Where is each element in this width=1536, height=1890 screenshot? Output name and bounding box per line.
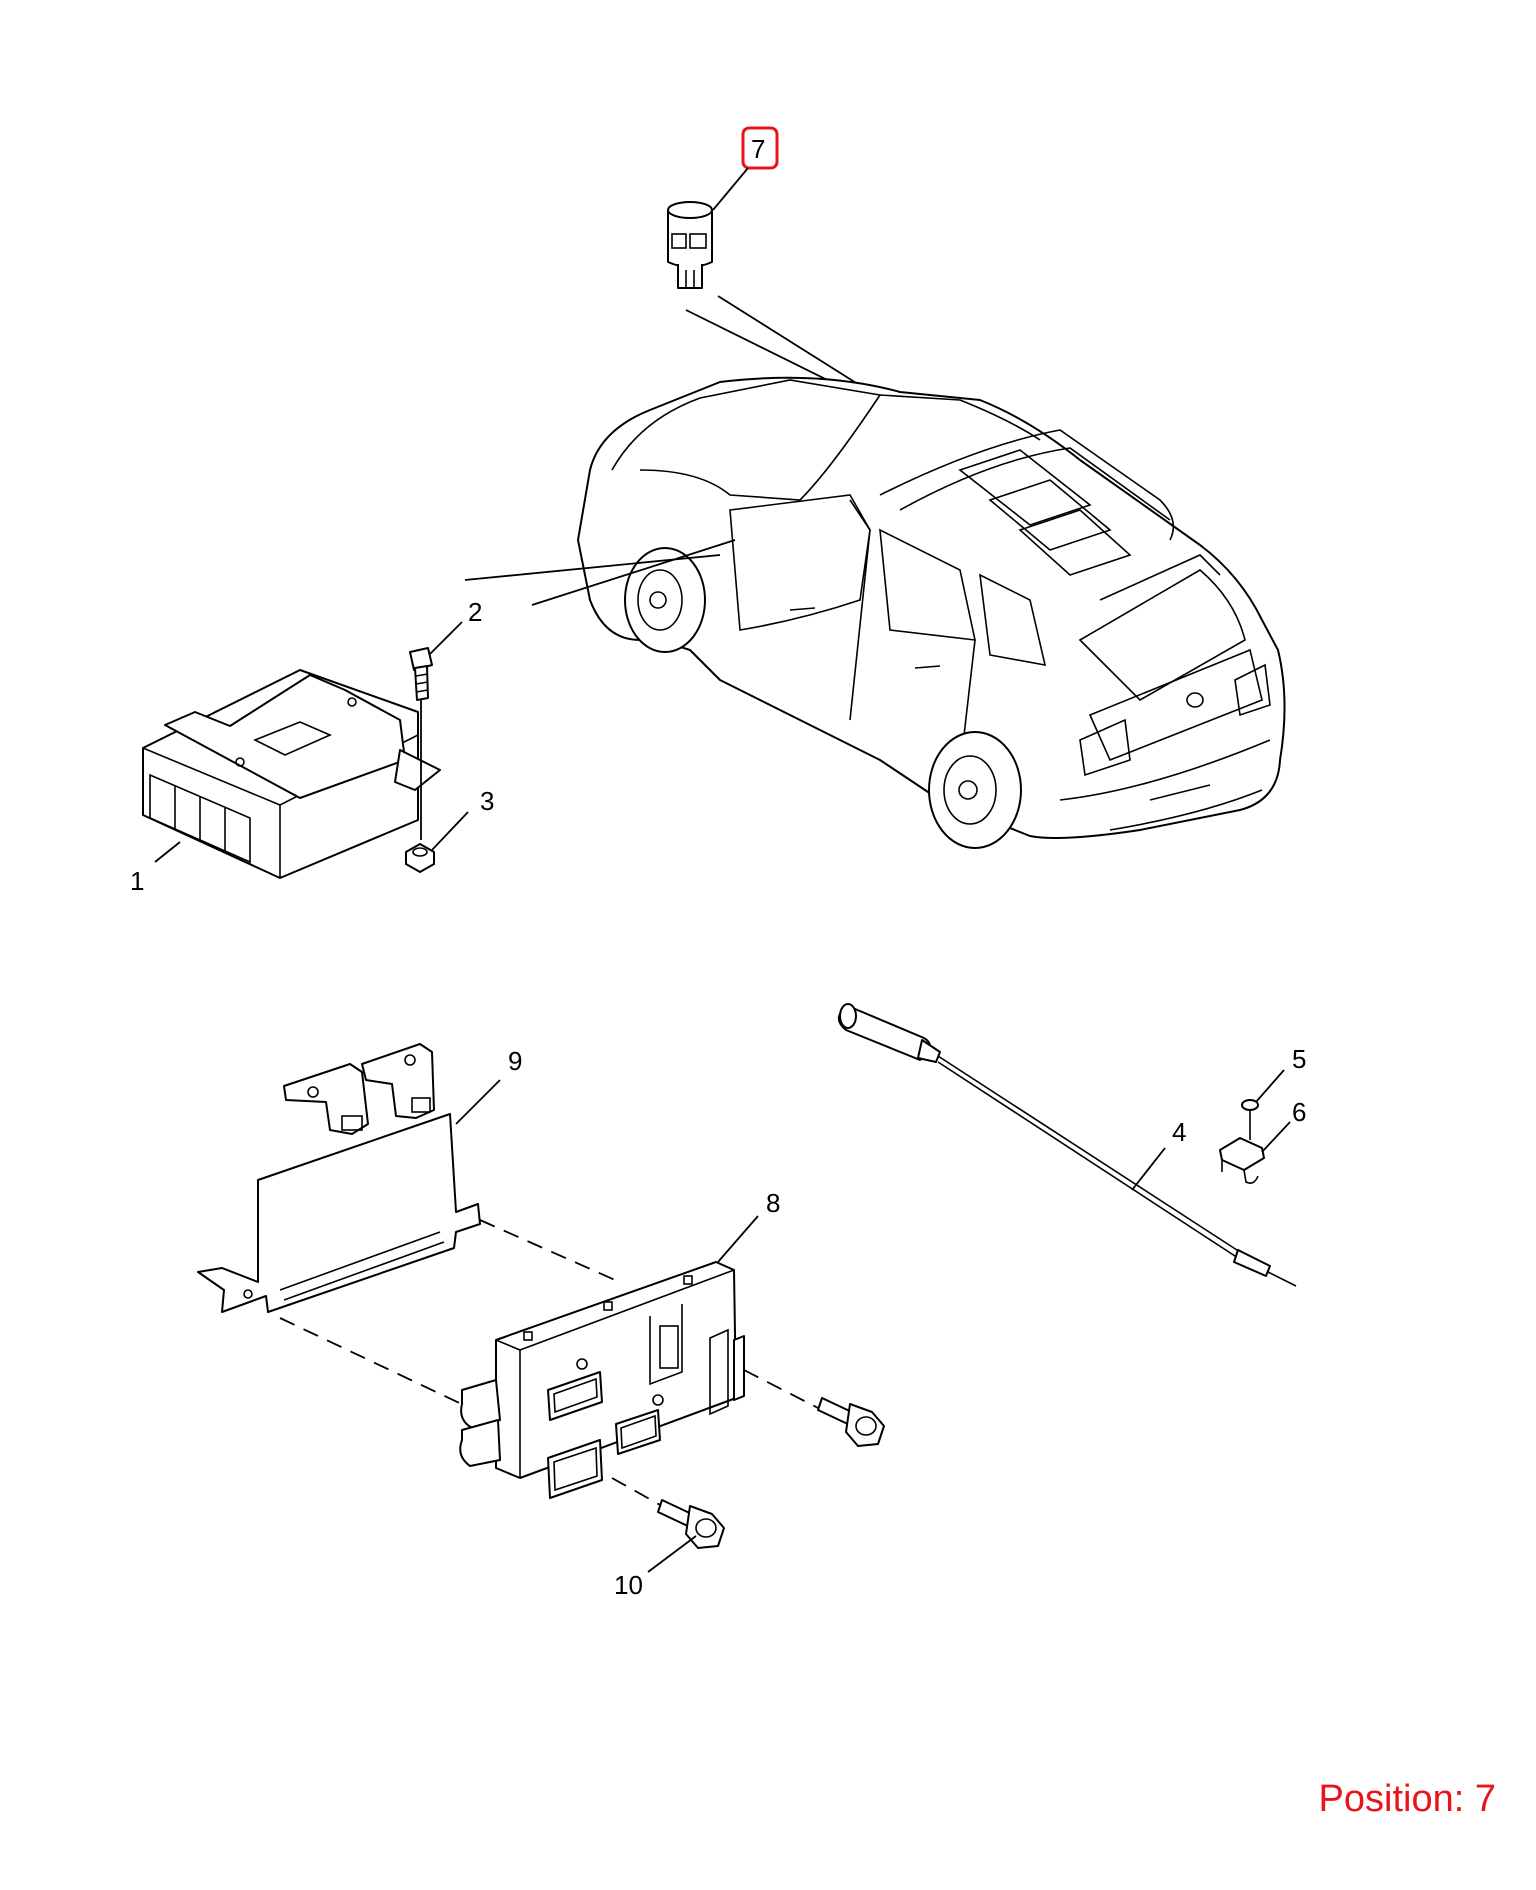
part-7-switch[interactable] xyxy=(667,126,779,289)
callout-2[interactable]: 2 xyxy=(468,597,482,627)
part-10-bolt-right[interactable] xyxy=(817,1397,885,1447)
part-10-bolt-bottom[interactable] xyxy=(657,1499,725,1549)
part-8-module[interactable] xyxy=(459,1261,745,1499)
part-2-leader xyxy=(429,621,463,655)
part-2-bolt[interactable] xyxy=(409,647,433,701)
part-5-screw[interactable] xyxy=(1241,1099,1259,1140)
part-4-leader xyxy=(1131,1147,1166,1191)
callout-7-highlight-box xyxy=(741,126,779,170)
part-3-nut[interactable] xyxy=(405,843,435,873)
alignment-line-lower xyxy=(279,1317,471,1409)
callout-10[interactable]: 10 xyxy=(614,1570,643,1600)
callout-6[interactable]: 6 xyxy=(1292,1097,1306,1127)
bolt-axis-right xyxy=(743,1369,823,1411)
part-10-leader xyxy=(647,1535,697,1573)
bolt-axis-bottom xyxy=(611,1477,663,1507)
part-3-leader xyxy=(431,811,469,851)
callout-1[interactable]: 1 xyxy=(130,866,144,896)
callout-8[interactable]: 8 xyxy=(766,1188,780,1218)
part-9-bracket[interactable] xyxy=(197,1043,481,1313)
callout-5[interactable]: 5 xyxy=(1292,1044,1306,1074)
part-7-location-leader-b xyxy=(717,295,881,399)
part-9-leader xyxy=(455,1079,501,1125)
alignment-line-upper xyxy=(479,1219,616,1281)
part-5-leader xyxy=(1255,1069,1285,1103)
callout-3[interactable]: 3 xyxy=(480,786,494,816)
part-8-leader xyxy=(717,1215,759,1263)
part-4-antenna-cable[interactable] xyxy=(837,1003,1297,1287)
vehicle-illustration xyxy=(577,376,1286,849)
part-1-location-leader-b xyxy=(531,539,736,606)
part-6-clip[interactable] xyxy=(1219,1137,1265,1184)
part-1-control-unit[interactable] xyxy=(142,669,441,879)
callout-4[interactable]: 4 xyxy=(1172,1117,1186,1147)
part-6-leader xyxy=(1261,1121,1291,1153)
callout-9[interactable]: 9 xyxy=(508,1046,522,1076)
position-label: Position: 7 xyxy=(1318,1778,1496,1820)
part-1-leader xyxy=(154,841,181,863)
callout-7[interactable]: 7 xyxy=(751,134,765,164)
